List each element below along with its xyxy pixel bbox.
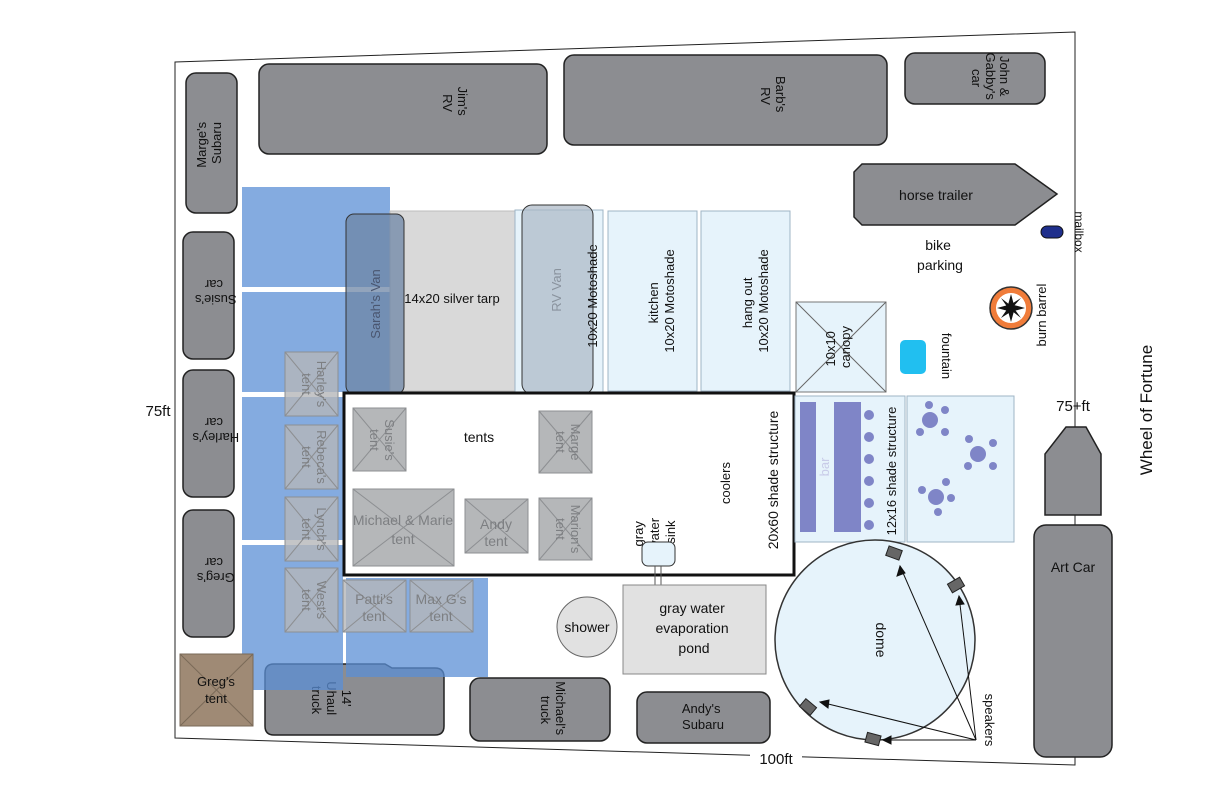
silver-tarp-label: 14x20 silver tarp	[404, 291, 499, 306]
evaporation-pond	[622, 584, 767, 675]
mailbox-icon	[1040, 225, 1064, 239]
michaels-truck	[469, 677, 611, 742]
tent-harleys: Harley'stent	[284, 351, 339, 417]
barbs-rv	[563, 54, 888, 146]
svg-text:Greg'stent: Greg'stent	[197, 674, 235, 706]
site-label: Wheel of Fortune	[1137, 345, 1156, 475]
kitchen-motoshade-label: kitchen 10x20 Motoshade	[646, 249, 677, 352]
tent-marions: Marion'stent	[538, 497, 593, 561]
svg-text:Max G'stent: Max G'stent	[416, 591, 467, 624]
svg-text:Margetent: Margetent	[553, 424, 583, 461]
tent-wests: West'stent	[284, 567, 339, 633]
jims-rv-label: Jim's RV	[440, 87, 470, 120]
greg-car	[182, 509, 235, 638]
dome-label: dome	[873, 622, 889, 657]
art-car-label: Art Car	[1051, 559, 1096, 575]
art-car-body	[1033, 524, 1113, 758]
svg-text:Lynch'stent: Lynch'stent	[299, 507, 329, 551]
john-gabby-car-label: John & Gabby's car	[969, 53, 1012, 104]
svg-text:Rebeca'stent: Rebeca'stent	[299, 430, 329, 484]
table-group-1	[916, 401, 949, 436]
susie-car-label: Susie's car	[191, 277, 236, 307]
silver-tarp	[389, 210, 516, 392]
bar-label: bar	[817, 457, 832, 476]
tent-susies: Susie'stent	[352, 407, 407, 472]
horse-trailer	[853, 163, 1059, 226]
gray-water-sink	[641, 541, 676, 567]
site-boundary	[174, 31, 1076, 766]
burn-barrel-label: burn barrel	[1034, 283, 1049, 346]
svg-text:West'stent: West'stent	[299, 581, 329, 620]
barbs-rv-label: Barb's RV	[758, 76, 788, 116]
sarahs-van-label: Sarah's Van	[368, 269, 383, 338]
shade-structure-12x16-label: 12x16 shade structure	[884, 407, 899, 536]
harley-car	[182, 369, 235, 498]
michaels-truck-label: Michael's truck	[538, 681, 568, 738]
john-gabby-car	[904, 52, 1046, 105]
susie-car	[182, 231, 235, 360]
shower-label: shower	[564, 619, 609, 635]
marge-subaru-label: Marge's Subaru	[194, 118, 224, 167]
shower	[556, 596, 618, 658]
fountain-icon	[900, 340, 926, 374]
table-group-3	[918, 478, 955, 516]
kitchen-motoshade	[607, 210, 698, 392]
speaker-icons	[798, 545, 966, 747]
andys-subaru-label: Andy's Subaru	[682, 701, 724, 732]
tent-lynchs: Lynch'stent	[284, 496, 339, 562]
mailbox-label: mailbox	[1072, 211, 1086, 252]
motoshade-1-label: 10x20 Motoshade	[585, 244, 600, 347]
coolers-label: coolers	[718, 462, 733, 504]
bar-stools	[864, 410, 874, 530]
canopy-label: 10x10 canopy	[823, 326, 853, 368]
harley-car-label: Harley's car	[189, 415, 239, 445]
table-group-2	[964, 435, 997, 470]
svg-text:Marion'stent: Marion'stent	[553, 505, 583, 554]
burn-barrel-icon	[989, 286, 1033, 330]
hangout-motoshade	[700, 210, 791, 392]
speaker-arrows	[818, 564, 977, 745]
greg-car-label: Greg's car	[193, 555, 235, 585]
bike-parking-label: bike parking	[917, 237, 963, 273]
rv-van-label: RV Van	[549, 268, 564, 312]
svg-text:Harley'stent: Harley'stent	[299, 361, 329, 408]
hangout-motoshade-label: hang out 10x20 Motoshade	[740, 249, 771, 352]
tent-marge: Margetent	[538, 410, 593, 474]
dimension-right: 75+ft	[1056, 398, 1091, 415]
speakers-label: speakers	[982, 694, 997, 747]
bar	[834, 402, 861, 532]
evaporation-pond-label: gray water evaporation pond	[655, 600, 732, 656]
marge-subaru	[185, 72, 238, 214]
svg-text:Patti'stent: Patti'stent	[355, 591, 393, 624]
andys-subaru	[636, 691, 771, 744]
art-car	[1044, 426, 1102, 516]
shade-structure-20x60-label: 20x60 shade structure	[765, 411, 781, 550]
dimension-bottom: 100ft	[759, 751, 793, 768]
horse-trailer-label: horse trailer	[899, 187, 973, 203]
dimension-left: 75ft	[145, 403, 171, 420]
bar-counter	[800, 402, 816, 532]
svg-text:Susie'stent: Susie'stent	[367, 419, 397, 461]
fountain-label: fountain	[939, 333, 954, 379]
tents-label: tents	[464, 429, 494, 445]
tent-rebeccas: Rebeca'stent	[284, 424, 339, 490]
jims-rv	[258, 63, 548, 155]
